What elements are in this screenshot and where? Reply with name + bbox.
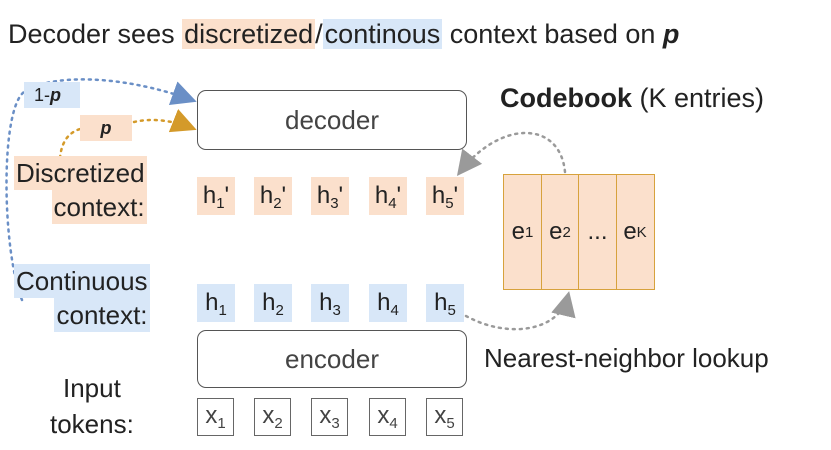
continuous-token: h5 — [426, 284, 464, 322]
continuous-to-decoder-arrow — [5, 78, 197, 302]
codebook-title-rest: (K entries) — [632, 83, 765, 113]
diagram-title: Decoder sees discretized/continous conte… — [8, 14, 679, 54]
continuous-token: h1 — [197, 284, 235, 322]
input-tokens-label: Input tokens: — [50, 370, 134, 442]
continuous-label-line2: context: — [54, 298, 150, 332]
title-discretized: discretized — [182, 19, 316, 49]
title-continuous: continous — [322, 19, 443, 49]
discretized-token: h2' — [254, 177, 292, 215]
input-token: x3 — [311, 398, 348, 436]
discretized-label-line1: Discretized — [14, 156, 147, 190]
codebook-entry: ... — [578, 174, 617, 290]
discretized-token: h1' — [197, 177, 235, 215]
continuous-context-label: Continuous context: — [14, 264, 150, 332]
continuous-token: h4 — [369, 284, 407, 322]
continuous-probability-label: 1-p — [24, 82, 80, 108]
discretized-context-label: Discretized context: — [14, 156, 147, 224]
input-token: x2 — [254, 398, 291, 436]
continuous-token: h3 — [311, 284, 349, 322]
title-middle: context based on — [442, 19, 663, 49]
discretized-label-line2: context: — [51, 190, 147, 224]
codebook-to-h5prime-arrow — [456, 131, 567, 176]
input-token: x1 — [197, 398, 234, 436]
decoder-box: decoder — [197, 90, 467, 150]
discretized-token: h4' — [369, 177, 407, 215]
title-p: p — [662, 19, 680, 49]
input-token: x4 — [369, 398, 406, 436]
discrete-probability-label: p — [80, 115, 132, 141]
discretized-token: h3' — [311, 177, 349, 215]
input-label-line1: Input — [63, 373, 121, 403]
input-token: x5 — [426, 398, 463, 436]
prob-p-continuous: p — [50, 85, 62, 105]
h5-to-codebook-arrow — [464, 291, 576, 331]
continuous-token: h2 — [254, 284, 292, 322]
title-prefix: Decoder sees — [8, 19, 183, 49]
discretized-to-decoder-arrow — [58, 120, 192, 160]
prob-prefix: 1- — [34, 85, 51, 105]
codebook-title-bold: Codebook — [500, 83, 632, 113]
encoder-box: encoder — [197, 330, 467, 388]
input-label-line2: tokens: — [50, 409, 134, 439]
nearest-neighbor-label: Nearest-neighbor lookup — [484, 343, 769, 373]
title-slash: / — [315, 19, 323, 49]
codebook-title: Codebook (K entries) — [500, 80, 764, 116]
discretized-token: h5' — [426, 177, 464, 215]
continuous-label-line1: Continuous — [14, 264, 150, 298]
